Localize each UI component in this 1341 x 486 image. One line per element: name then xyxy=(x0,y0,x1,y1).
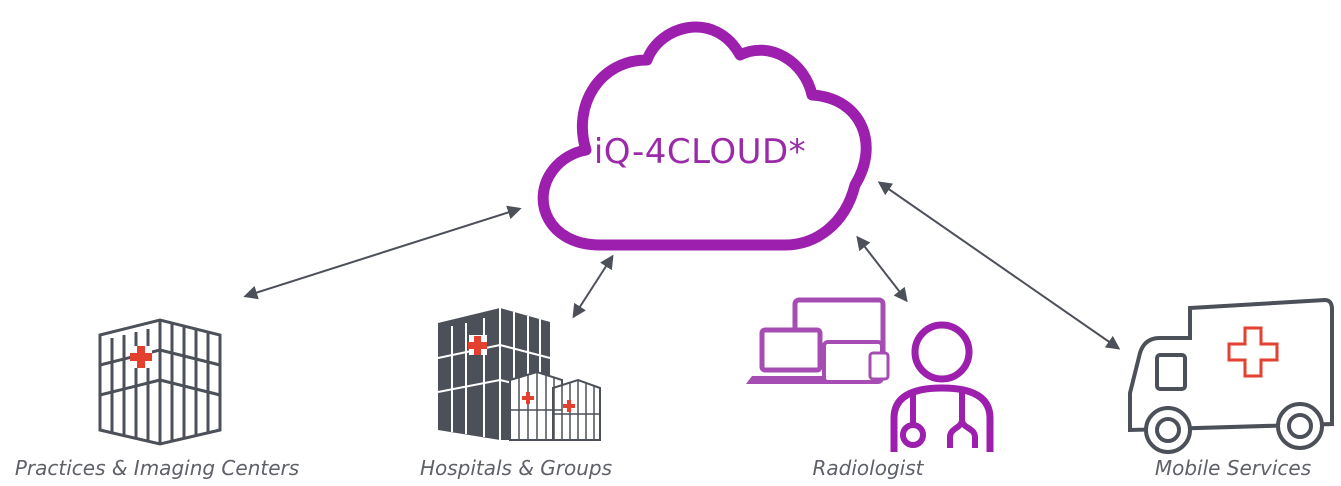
arrow-cloud-mobile xyxy=(877,181,1121,350)
office-building-icon xyxy=(98,318,222,446)
hospital-campus-icon xyxy=(437,308,601,441)
arrow-cloud-practices xyxy=(243,205,522,300)
arrow-cloud-radiologist xyxy=(856,235,908,303)
mobile-caption: Mobile Services xyxy=(1154,456,1312,480)
arrow-cloud-hospitals xyxy=(572,254,614,319)
radiologist-workstation-icon xyxy=(746,297,994,452)
practices-caption: Practices & Imaging Centers xyxy=(14,456,300,480)
cloud-shape xyxy=(537,21,872,251)
ambulance-icon xyxy=(1128,297,1334,454)
hospitals-caption: Hospitals & Groups xyxy=(419,456,613,480)
cloud-label: iQ-4CLOUD* xyxy=(593,132,807,172)
connector-arrows xyxy=(243,181,1121,350)
radiologist-caption: Radiologist xyxy=(812,456,924,480)
